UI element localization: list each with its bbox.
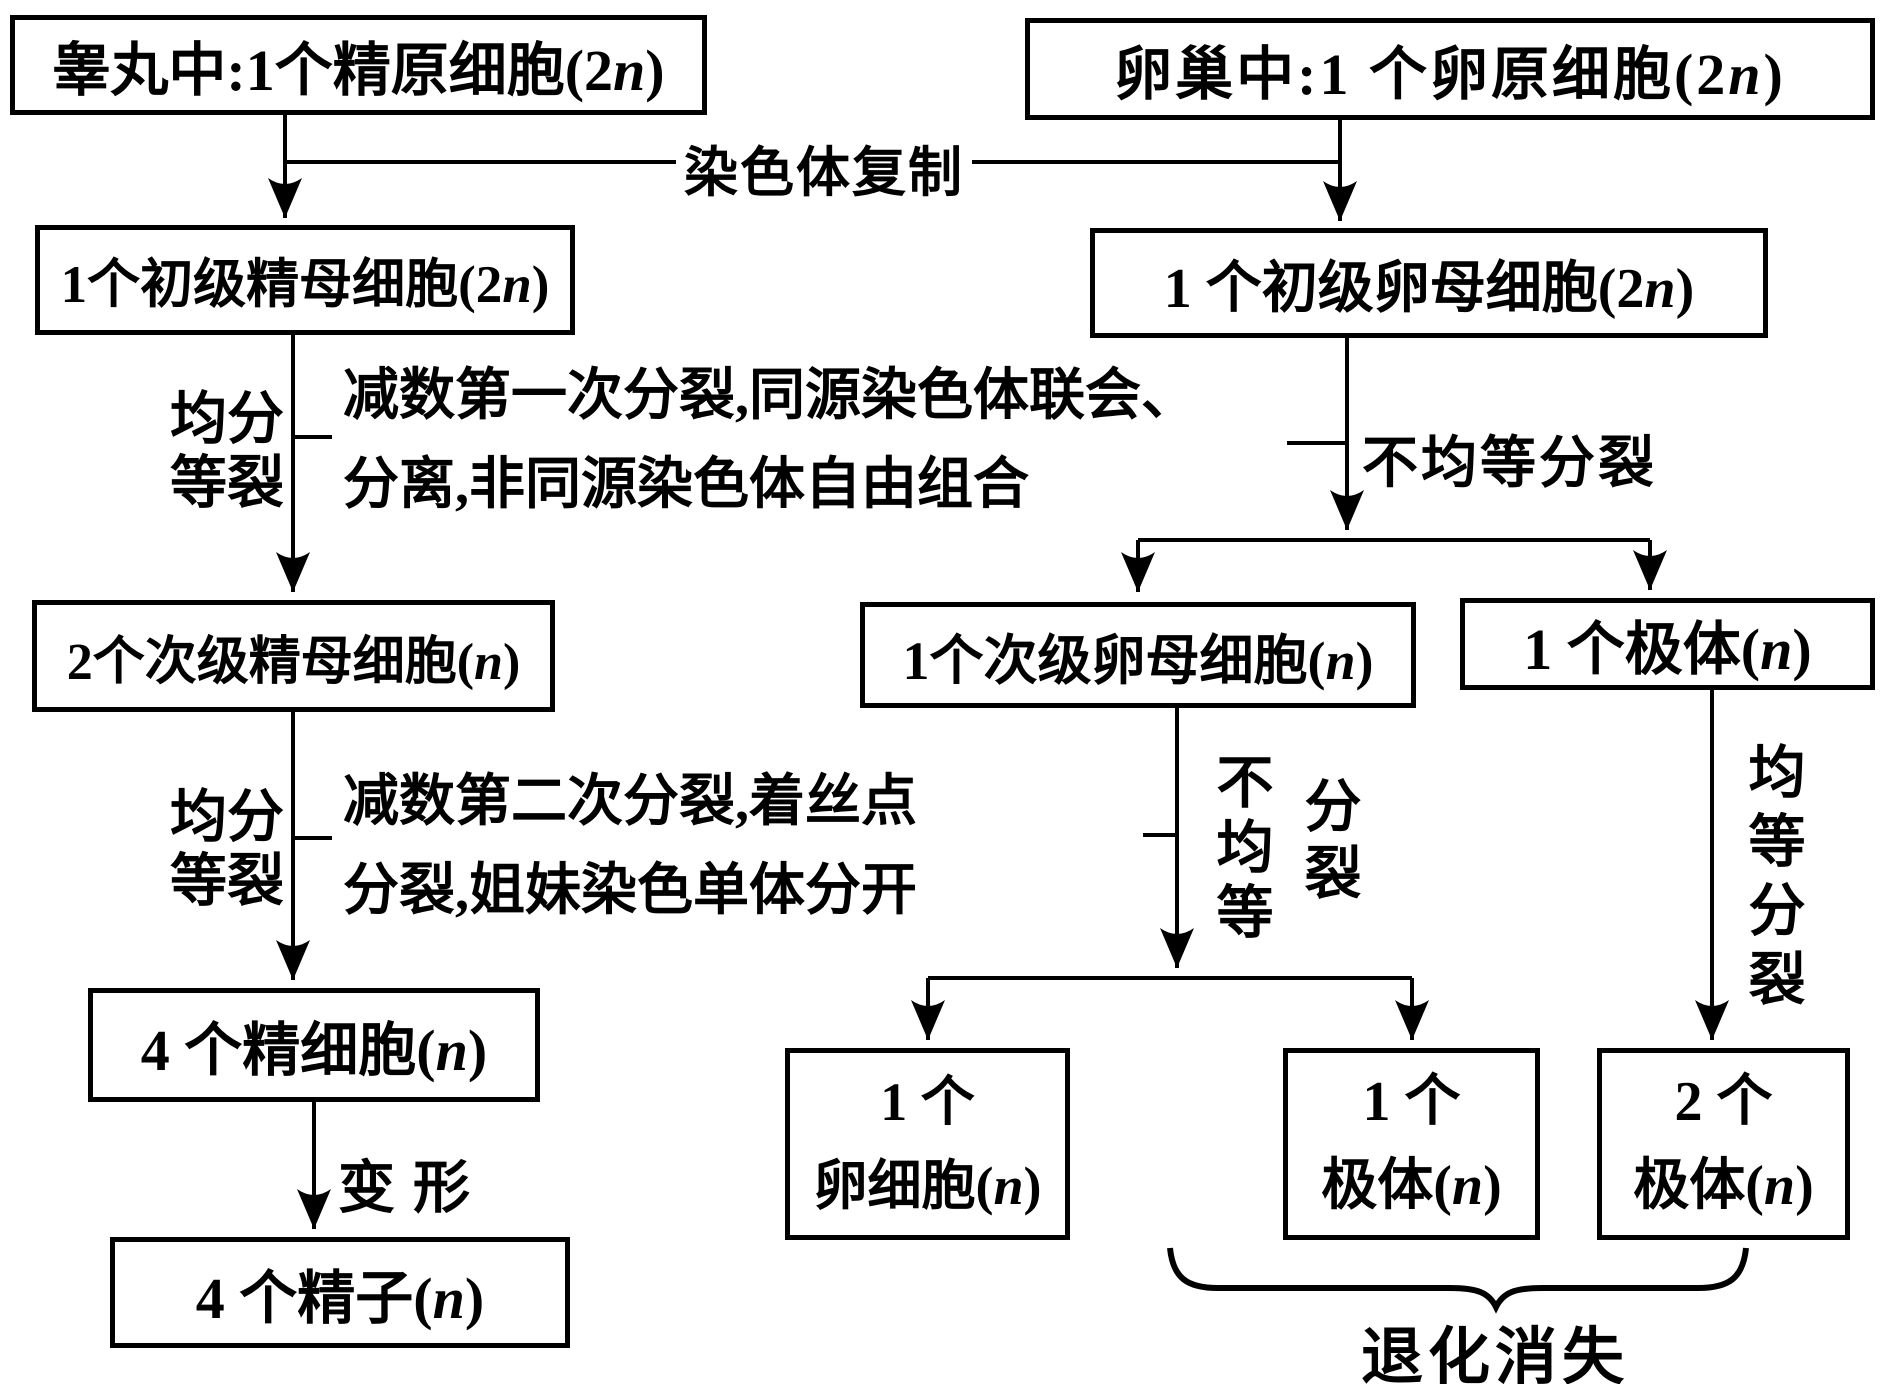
box-first-polar-body-label: 1 个极体(n) — [1523, 617, 1812, 682]
box-polar-body-small: 1 个 极体(n) — [1283, 1048, 1540, 1240]
label-chromosome-replication: 染色体复制 — [676, 128, 972, 207]
box-sperm: 4 个精子(n) — [110, 1237, 570, 1348]
annotation-meiosis1-line1: 减数第一次分裂,同源染色体联会、 — [343, 365, 1197, 427]
label-transformation-text: 变形 — [338, 1157, 488, 1220]
box-polar-body-small-line1: 1 个 — [1362, 1071, 1461, 1133]
label-equal-division-2-line2: 等裂 — [170, 850, 284, 913]
box-polar-body-two-line1: 2 个 — [1674, 1071, 1773, 1133]
box-oogonium: 卵巢中:1 个卵原细胞(2n) — [1025, 18, 1875, 120]
label-unequal-division-text: 不均等分裂 — [1362, 433, 1657, 495]
label-equal-division-1-line2: 等裂 — [170, 452, 284, 515]
box-secondary-oocyte-label: 1个次级卵母细胞(n) — [902, 630, 1374, 691]
box-sperm-label: 4 个精子(n) — [195, 1265, 485, 1331]
annotation-meiosis2-line2: 分裂,姐妹染色单体分开 — [343, 860, 917, 922]
box-spermatogonium: 睾丸中:1个精原细胞(2n) — [10, 15, 707, 115]
box-secondary-spermatocyte-label: 2个次级精母细胞(n) — [66, 633, 521, 691]
annotation-meiosis1: 减数第一次分裂,同源染色体联会、 分离,非同源染色体自由组合 — [343, 352, 1197, 530]
box-spermatids: 4 个精细胞(n) — [88, 988, 540, 1102]
label-chromosome-replication-text: 染色体复制 — [684, 143, 964, 203]
annotation-meiosis2: 减数第二次分裂,着丝点 分裂,姐妹染色单体分开 — [343, 758, 917, 936]
box-primary-oocyte-label: 1 个初级卵母细胞(2n) — [1163, 257, 1695, 320]
box-primary-oocyte: 1 个初级卵母细胞(2n) — [1090, 228, 1768, 338]
label-unequal-division: 不均等分裂 — [1362, 418, 1657, 499]
label-unequal-division-vert-col1-text: 不均等 — [1208, 752, 1271, 947]
annotation-meiosis1-line2: 分离,非同源染色体自由组合 — [343, 454, 1029, 516]
box-spermatogonium-label: 睾丸中:1个精原细胞(2n) — [52, 38, 665, 103]
box-spermatids-label: 4 个精细胞(n) — [140, 1018, 488, 1083]
box-polar-body-two-line2: 极体(n) — [1633, 1155, 1814, 1217]
label-equal-division-2: 均分 等裂 — [170, 786, 284, 914]
box-secondary-oocyte: 1个次级卵母细胞(n) — [860, 602, 1416, 708]
label-equal-division-vert-text: 均等分裂 — [1740, 742, 1803, 1018]
label-unequal-division-vert-col1: 不均等 — [1198, 752, 1280, 947]
label-equal-division-1-line1: 均分 — [170, 388, 284, 451]
label-equal-division-1: 均分 等裂 — [170, 388, 284, 516]
box-oogonium-label: 卵巢中:1 个卵原细胞(2n) — [1114, 42, 1786, 107]
box-egg-cell-line1: 1 个 — [880, 1072, 975, 1132]
label-unequal-division-vert-col2: 分裂 — [1286, 776, 1368, 910]
box-egg-cell-line2: 卵细胞(n) — [813, 1156, 1042, 1216]
annotation-meiosis2-line1: 减数第二次分裂,着丝点 — [343, 771, 917, 833]
label-degenerate-disappear-text: 退化消失 — [1360, 1324, 1629, 1384]
label-equal-division-2-line1: 均分 — [170, 786, 284, 849]
box-egg-cell: 1 个 卵细胞(n) — [785, 1048, 1070, 1240]
label-transformation: 变形 — [338, 1142, 488, 1224]
box-secondary-spermatocyte: 2个次级精母细胞(n) — [32, 600, 555, 712]
box-polar-body-small-line2: 极体(n) — [1321, 1155, 1502, 1217]
label-unequal-division-vert-col2-text: 分裂 — [1296, 776, 1359, 910]
box-first-polar-body: 1 个极体(n) — [1460, 598, 1875, 690]
box-primary-spermatocyte: 1个初级精母细胞(2n) — [35, 225, 575, 335]
box-primary-spermatocyte-label: 1个初级精母细胞(2n) — [60, 256, 550, 314]
box-polar-body-two: 2 个 极体(n) — [1597, 1048, 1850, 1240]
label-equal-division-vert: 均等分裂 — [1730, 742, 1812, 1018]
label-degenerate-disappear: 退化消失 — [1280, 1306, 1710, 1384]
brace — [1167, 1247, 1749, 1314]
